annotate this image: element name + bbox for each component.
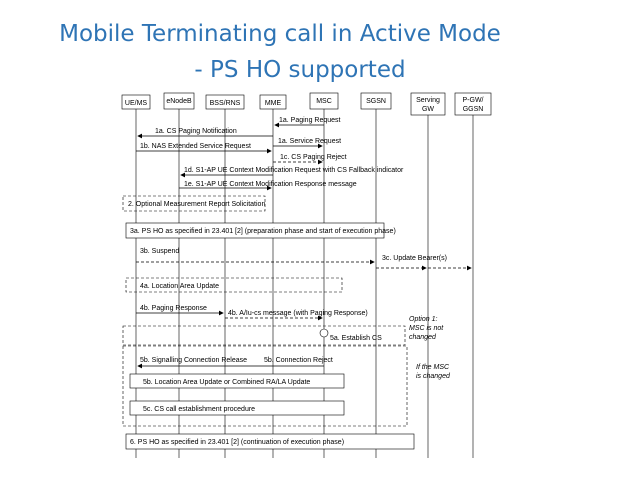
note-msc-changed-line-2: is changed [416,373,451,380]
frame-5c-cs-call-establishment [129,400,345,416]
label-1e-s1ap-response: 1e. S1-AP UE Context Modification Respon… [184,181,357,188]
slide-title-line-1: Mobile Terminating call in Active Mode [59,21,501,47]
label-6-ps-ho-continuation: 6. PS HO as specified in 23.401 [2] (con… [130,439,344,446]
note-option1-line-1: Option 1: [409,316,437,323]
frame-5b-location-area-update [129,373,345,389]
frame-msc-changed [122,345,408,427]
label-1a-service-request: 1a. Service Request [278,138,341,145]
frame-option-1 [122,325,406,346]
label-3b-suspend: 3b. Suspend [140,248,179,255]
entity-label-sgsn: SGSN [366,98,386,105]
entity-label-enodeb: eNodeB [166,98,192,105]
entity-label-serving-gw-1: Serving [416,97,440,104]
label-3c-update-bearer: 3c. Update Bearer(s) [382,255,447,262]
label-2-meas-report: 2. Optional Measurement Report Solicitat… [128,201,265,208]
entity-label-bss-rns: BSS/RNS [210,100,241,107]
msc-establish-cs-marker [319,328,329,338]
note-msc-changed-line-1: If the MSC [416,364,450,371]
label-5b-location-area-update: 5b. Location Area Update or Combined RA/… [143,379,310,386]
label-5a-establish-cs: 5a. Establish CS [330,335,382,342]
slide-title-line-2: - PS HO supported [194,57,406,83]
entity-label-pgw-ggsn-2: GGSN [463,106,484,113]
frame-2-measurement-report [122,195,266,212]
entity-label-ue-ms: UE/MS [125,100,148,107]
entity-label-serving-gw-2: GW [422,106,434,113]
note-option1-line-3: changed [409,334,437,341]
label-1c-cs-paging-reject: 1c. CS Paging Reject [280,154,347,161]
label-3a-ps-ho: 3a. PS HO as specified in 23.401 [2] (pr… [130,228,396,235]
label-1b-nas-ext-service-request: 1b. NAS Extended Service Request [140,143,251,150]
label-4b-aiu-cs-message: 4b. A/Iu-cs message (with Paging Respons… [228,310,368,317]
entity-label-mme: MME [265,100,282,107]
label-5c-cs-call-establishment: 5c. CS call establishment procedure [143,406,255,413]
label-5b-connection-reject: 5b. Connection Reject [264,357,333,364]
entity-label-pgw-ggsn-1: P-GW/ [463,97,484,104]
label-1d-s1ap-request: 1d. S1-AP UE Context Modification Reques… [184,167,404,174]
frame-3a-ps-ho [125,222,385,239]
label-1a-paging-request: 1a. Paging Request [279,117,341,124]
entity-label-msc: MSC [316,98,332,105]
label-5b-signalling-release: 5b. Signalling Connection Release [140,357,247,364]
note-option1-line-2: MSC is not [409,325,444,332]
frame-4a-location-area-update [125,277,343,293]
label-4b-paging-response: 4b. Paging Response [140,305,207,312]
label-4a-location-area-update: 4a. Location Area Update [140,283,219,290]
frame-6-ps-ho-continuation [125,433,415,450]
label-1a-cs-paging-notification: 1a. CS Paging Notification [155,128,237,135]
